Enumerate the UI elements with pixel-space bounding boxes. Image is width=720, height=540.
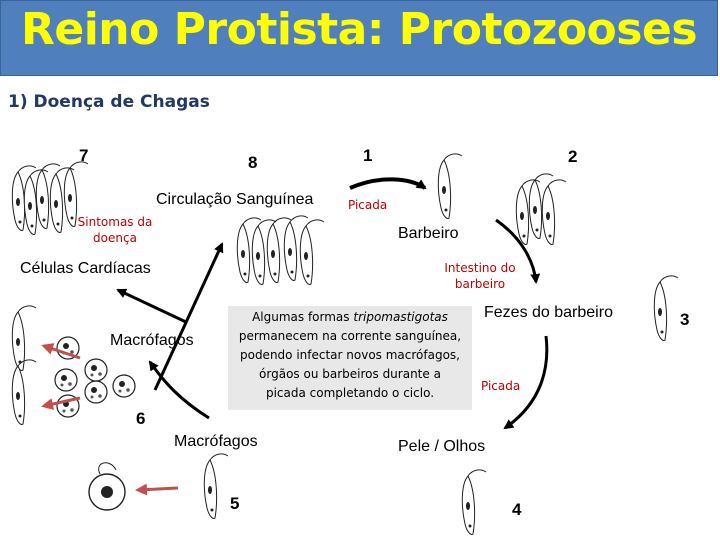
- label-sintomas-da-doenca: Sintomas da doença: [77, 215, 153, 245]
- trypanosome-5: [203, 453, 229, 520]
- title-bar: [0, 0, 718, 76]
- red-arrow-2: [41, 396, 81, 410]
- stage-number-7: 7: [79, 146, 89, 165]
- label-macrofagos-left: Macrófagos: [110, 332, 194, 349]
- section-heading: 1) Doença de Chagas: [8, 92, 210, 112]
- arrow-fezes-to-pele: [503, 335, 549, 430]
- trypanosome-1: [437, 153, 463, 220]
- stage-number-5: 5: [230, 494, 240, 513]
- label-macrofagos-bottom: Macrófagos: [174, 433, 258, 450]
- stage-number-3: 3: [680, 310, 690, 329]
- stage-number-6: 6: [136, 409, 146, 428]
- label-intestino-do-barbeiro: Intestino do barbeiro: [444, 261, 516, 291]
- arrow-8-to-celulas: [116, 288, 187, 324]
- trypanosome-3: [653, 275, 679, 342]
- arrow-3-to-5: [250, 500, 455, 533]
- stage-number-2: 2: [568, 147, 578, 166]
- red-arrow-3: [135, 483, 179, 496]
- label-pele-olhos: Pele / Olhos: [398, 438, 486, 455]
- stage-number-1: 1: [363, 146, 373, 165]
- trypanosome-cluster-2: [515, 173, 567, 246]
- trypanosome-4: [461, 469, 487, 536]
- stage-number-4: 4: [512, 500, 522, 519]
- arrow-8-up: [214, 226, 226, 246]
- label-fezes-do-barbeiro: Fezes do barbeiro: [484, 304, 613, 321]
- note-text: Algumas formas tripomastigotas permanece…: [238, 310, 462, 400]
- red-arrow-1: [41, 343, 81, 360]
- label-celulas-cardiacas: Células Cardíacas: [20, 260, 151, 277]
- arrow-2-to-fezes: [495, 218, 541, 284]
- arrow-pele-to-5: [262, 456, 435, 481]
- trypanosome-cluster-6: [11, 305, 37, 426]
- arrow-macrofagos-bottom-to-6: [148, 360, 210, 420]
- infected-cell-large: [88, 462, 126, 511]
- label-picada-top: Picada: [348, 198, 388, 212]
- trypanosome-cluster-8: [236, 215, 325, 286]
- slide-title: Reino Protista: Protozooses: [20, 4, 698, 55]
- arrow-macrofagos-to-8: [153, 242, 224, 391]
- arrow-1-to-2: [349, 177, 427, 190]
- stage-number-8: 8: [248, 153, 258, 172]
- label-barbeiro: Barbeiro: [398, 225, 459, 242]
- note-box: [228, 306, 472, 410]
- label-picada-right: Picada: [481, 379, 521, 393]
- label-circulacao-sanguinea: Circulação Sanguínea: [156, 191, 314, 208]
